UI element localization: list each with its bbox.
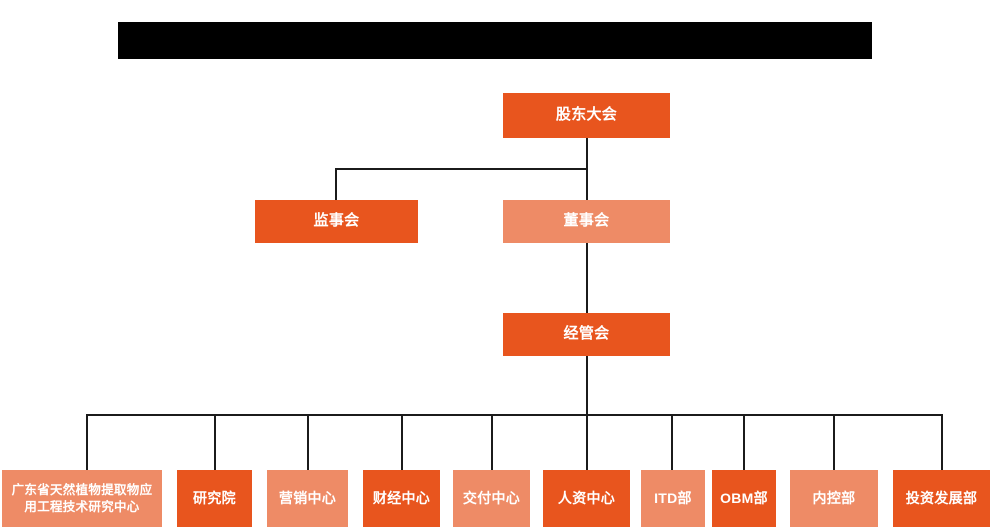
node-department-7[interactable]: ITD部 <box>641 470 705 527</box>
node-department-4-label: 财经中心 <box>372 489 431 506</box>
connector-stub-3 <box>307 414 309 470</box>
node-board-of-directors-label: 董事会 <box>563 212 610 230</box>
connector-stub-9 <box>833 414 835 470</box>
connector-directors-to-management <box>586 243 588 314</box>
connector-stub-8 <box>743 414 745 470</box>
connector-elbow-horizontal <box>335 168 588 170</box>
redacted-title-bar <box>118 22 872 59</box>
connector-stub-2 <box>214 414 216 470</box>
connector-to-board-of-directors <box>586 168 588 201</box>
connector-department-bus <box>86 414 943 416</box>
node-board-of-directors[interactable]: 董事会 <box>503 200 670 243</box>
connector-stub-4 <box>401 414 403 470</box>
node-department-2-label: 研究院 <box>193 489 236 506</box>
connector-stub-7 <box>671 414 673 470</box>
node-department-5[interactable]: 交付中心 <box>453 470 530 527</box>
node-department-6-label: 人资中心 <box>557 489 616 506</box>
connector-stub-10 <box>941 414 943 470</box>
node-department-3[interactable]: 营销中心 <box>267 470 348 527</box>
connector-shareholders-down <box>586 138 588 170</box>
node-department-9-label: 内控部 <box>812 489 856 506</box>
node-department-5-label: 交付中心 <box>462 489 521 506</box>
node-management-committee[interactable]: 经管会 <box>503 313 670 356</box>
node-department-10-label: 投资发展部 <box>905 489 978 506</box>
connector-management-to-bus <box>586 356 588 416</box>
node-department-1-label: 广东省天然植物提取物应 用工程技术研究中心 <box>11 482 153 514</box>
node-department-8-label: OBM部 <box>720 489 768 506</box>
node-shareholders-meeting[interactable]: 股东大会 <box>503 93 670 138</box>
node-department-7-label: ITD部 <box>654 489 692 506</box>
connector-to-board-of-supervisors <box>335 168 337 201</box>
node-shareholders-meeting-label: 股东大会 <box>555 106 618 124</box>
connector-stub-6 <box>586 414 588 470</box>
node-department-10[interactable]: 投资发展部 <box>893 470 990 527</box>
node-department-4[interactable]: 财经中心 <box>363 470 440 527</box>
node-department-6[interactable]: 人资中心 <box>543 470 630 527</box>
connector-stub-5 <box>491 414 493 470</box>
connector-stub-1 <box>86 414 88 470</box>
node-department-8[interactable]: OBM部 <box>712 470 776 527</box>
node-department-1[interactable]: 广东省天然植物提取物应 用工程技术研究中心 <box>2 470 162 527</box>
node-board-of-supervisors[interactable]: 监事会 <box>255 200 418 243</box>
node-management-committee-label: 经管会 <box>563 325 610 343</box>
node-department-2[interactable]: 研究院 <box>177 470 252 527</box>
node-department-3-label: 营销中心 <box>278 489 337 506</box>
node-department-9[interactable]: 内控部 <box>790 470 878 527</box>
node-board-of-supervisors-label: 监事会 <box>313 212 360 230</box>
